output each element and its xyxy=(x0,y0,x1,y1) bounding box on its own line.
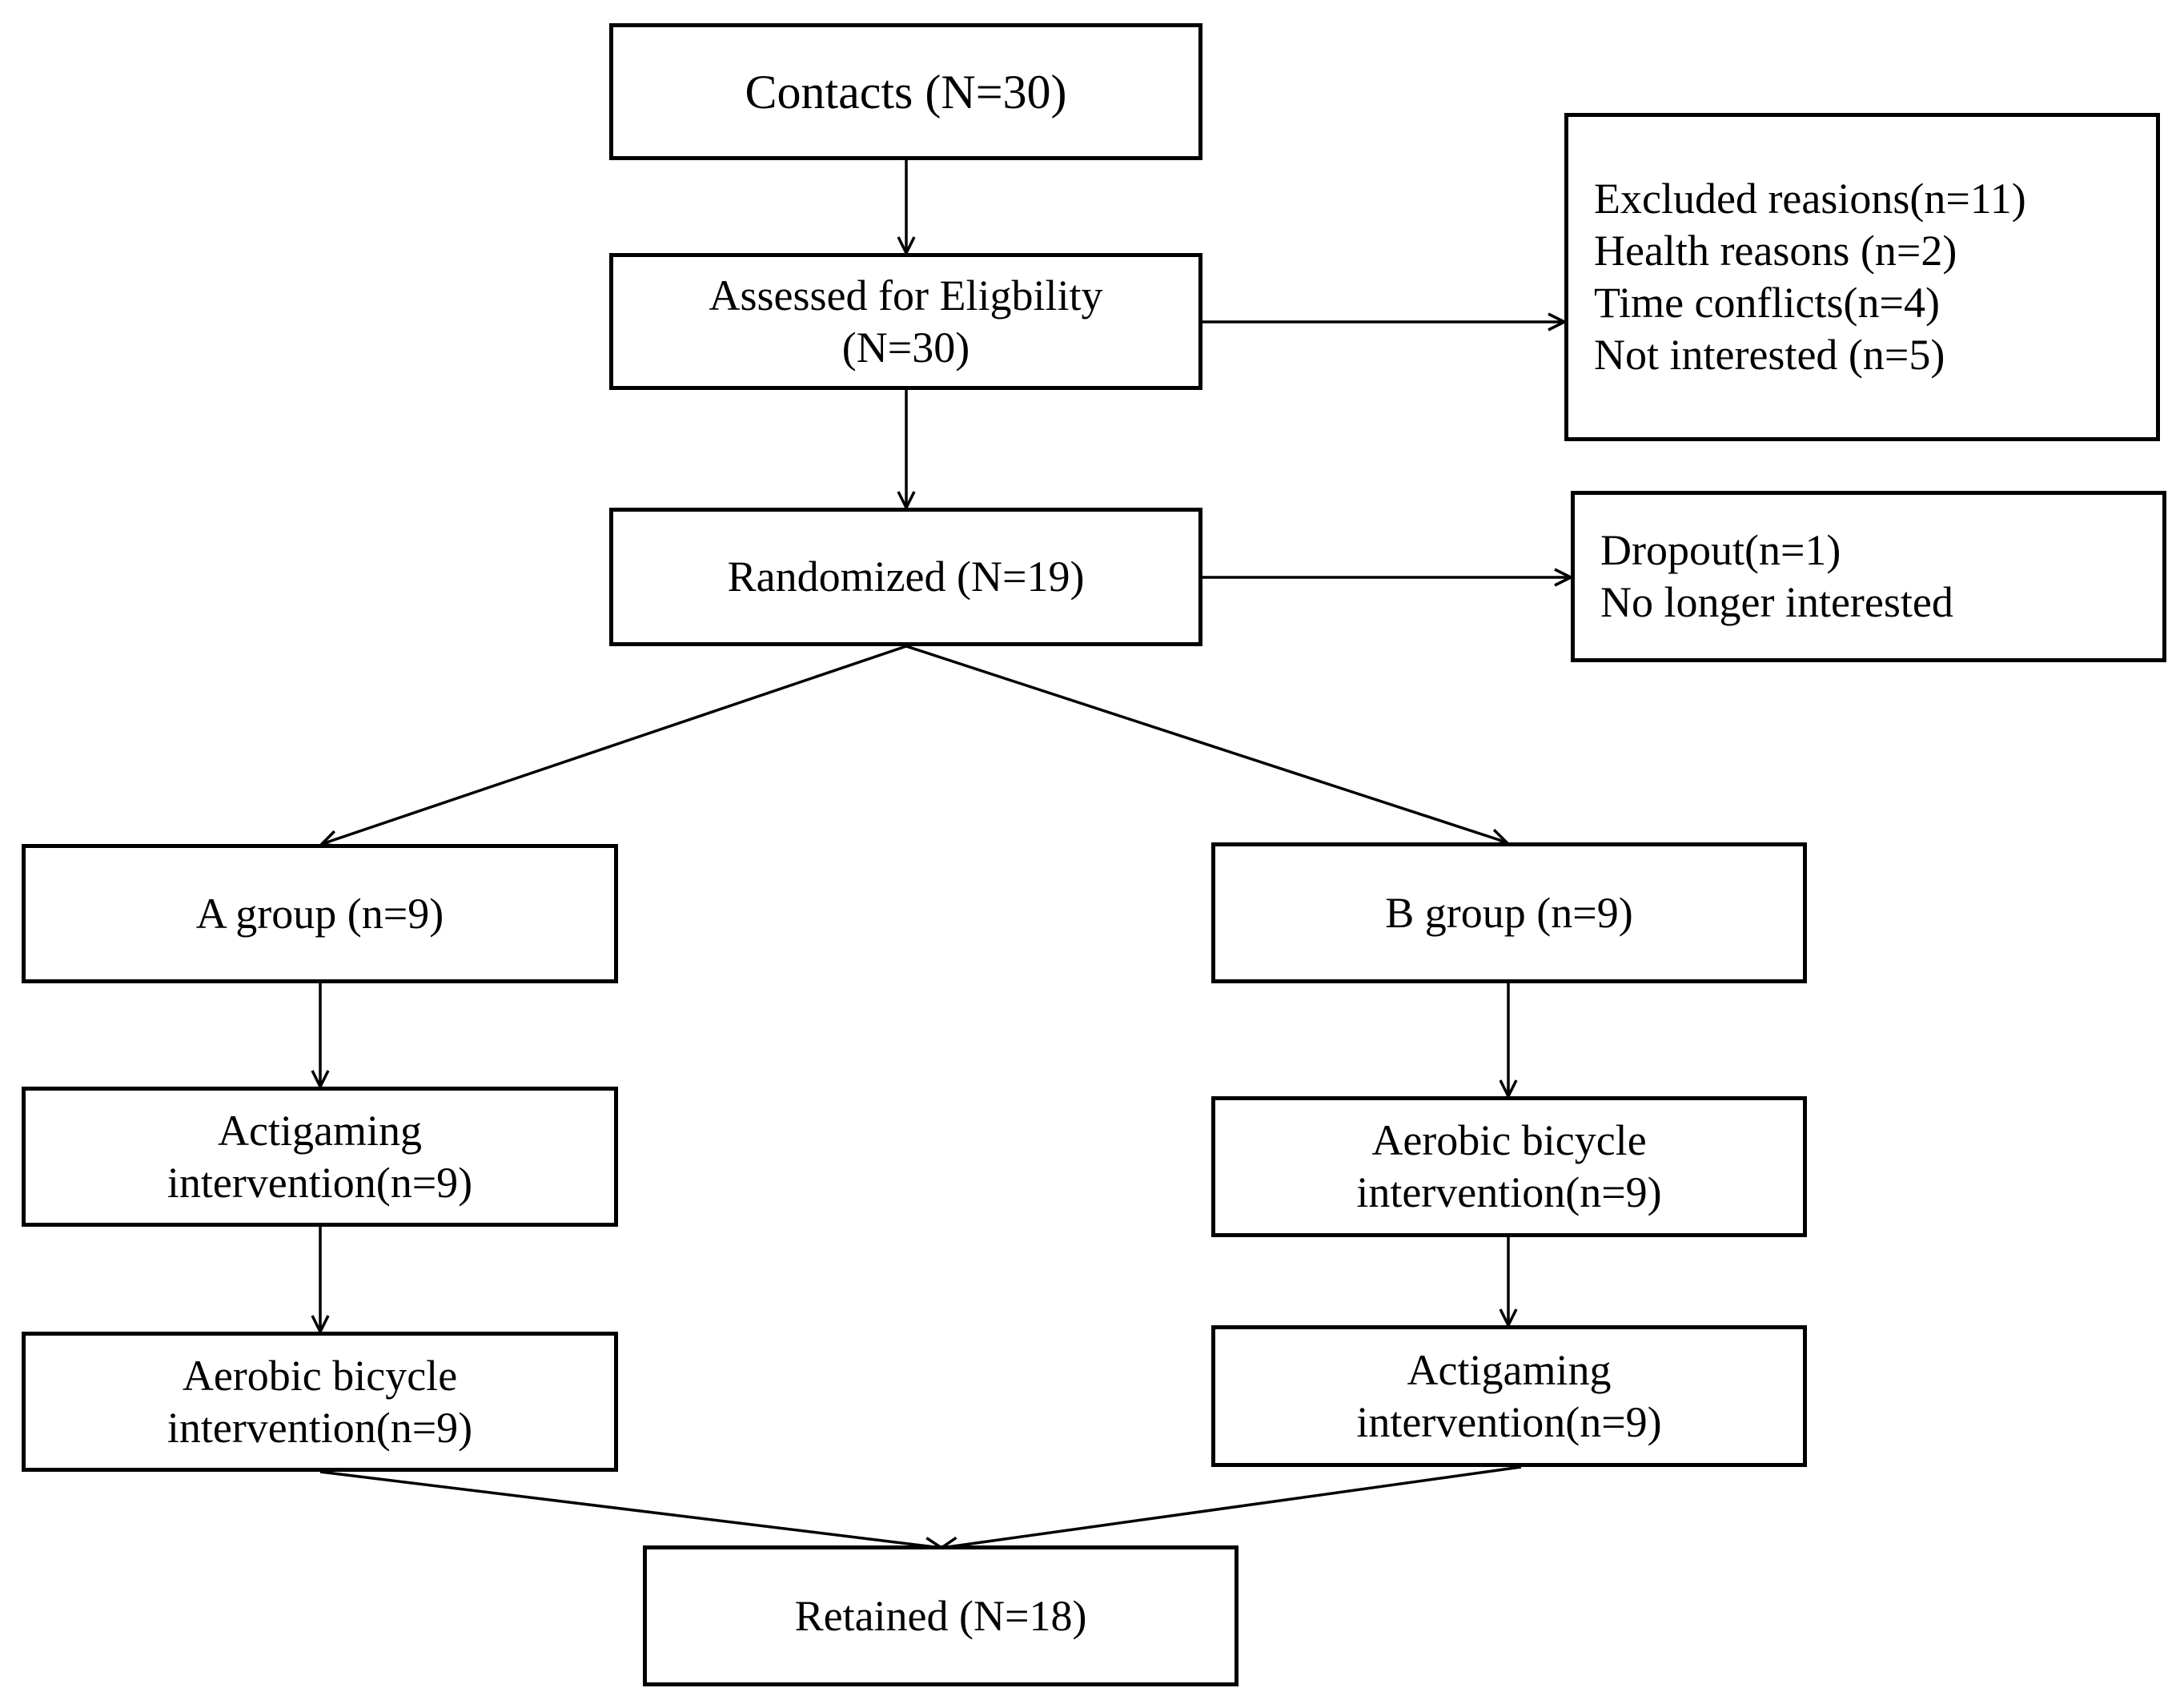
retained-label: Retained (N=18) xyxy=(794,1591,1087,1640)
assessed-box: Assessed for Eligbility (N=30) xyxy=(609,253,1202,390)
excluded-total-label: Excluded reasions(n=11) xyxy=(1594,175,2026,223)
group-b-label: B group (n=9) xyxy=(1385,888,1633,937)
a-actigaming-label-line-1: Actigaming xyxy=(218,1106,422,1155)
excluded-health-label: Health reasons (n=2) xyxy=(1594,227,1957,275)
b-aerobic-label-line-2: intervention(n=9) xyxy=(1356,1168,1662,1216)
group-a-box: A group (n=9) xyxy=(22,844,618,983)
group-b-box: B group (n=9) xyxy=(1211,842,1807,983)
a-aerobic-label-line-1: Aerobic bicycle xyxy=(182,1351,458,1400)
dropout-reason-label: No longer interested xyxy=(1600,578,1953,626)
arrow-randomized-to-group-a xyxy=(322,645,907,844)
b-aerobic-label-line-1: Aerobic bicycle xyxy=(1371,1116,1647,1165)
contacts-box: Contacts (N=30) xyxy=(609,23,1202,160)
b-actigaming-label-line-1: Actigaming xyxy=(1407,1345,1612,1394)
dropout-count-label: Dropout(n=1) xyxy=(1600,526,1841,575)
contacts-label: Contacts (N=30) xyxy=(745,65,1067,119)
b-actigaming-label-line-2: intervention(n=9) xyxy=(1356,1397,1662,1446)
arrow-randomized-to-group-b xyxy=(905,645,1507,842)
assessed-label-line-2: (N=30) xyxy=(841,323,970,372)
a-actigaming-label-line-2: intervention(n=9) xyxy=(167,1158,473,1207)
excluded-interest-label: Not interested (n=5) xyxy=(1594,330,1945,379)
excluded-time-label: Time conflicts(n=4) xyxy=(1594,279,1940,327)
dropout-box: Dropout(n=1) No longer interested xyxy=(1571,491,2166,662)
b-actigaming-box: Actigaming intervention(n=9) xyxy=(1211,1325,1807,1467)
a-actigaming-box: Actigaming intervention(n=9) xyxy=(22,1087,618,1227)
a-aerobic-box: Aerobic bicycle intervention(n=9) xyxy=(22,1332,618,1472)
group-a-label: A group (n=9) xyxy=(195,889,444,938)
randomized-box: Randomized (N=19) xyxy=(609,508,1202,646)
assessed-label-line-1: Assessed for Eligbility xyxy=(709,271,1103,320)
retained-box: Retained (N=18) xyxy=(643,1545,1239,1686)
randomized-label: Randomized (N=19) xyxy=(727,553,1085,601)
arrow-a-second-to-retained xyxy=(319,1470,941,1548)
b-aerobic-box: Aerobic bicycle intervention(n=9) xyxy=(1211,1096,1807,1237)
a-aerobic-label-line-2: intervention(n=9) xyxy=(167,1403,473,1452)
excluded-box: Excluded reasions(n=11) Health reasons (… xyxy=(1564,113,2160,441)
arrow-b-second-to-retained xyxy=(941,1465,1522,1548)
